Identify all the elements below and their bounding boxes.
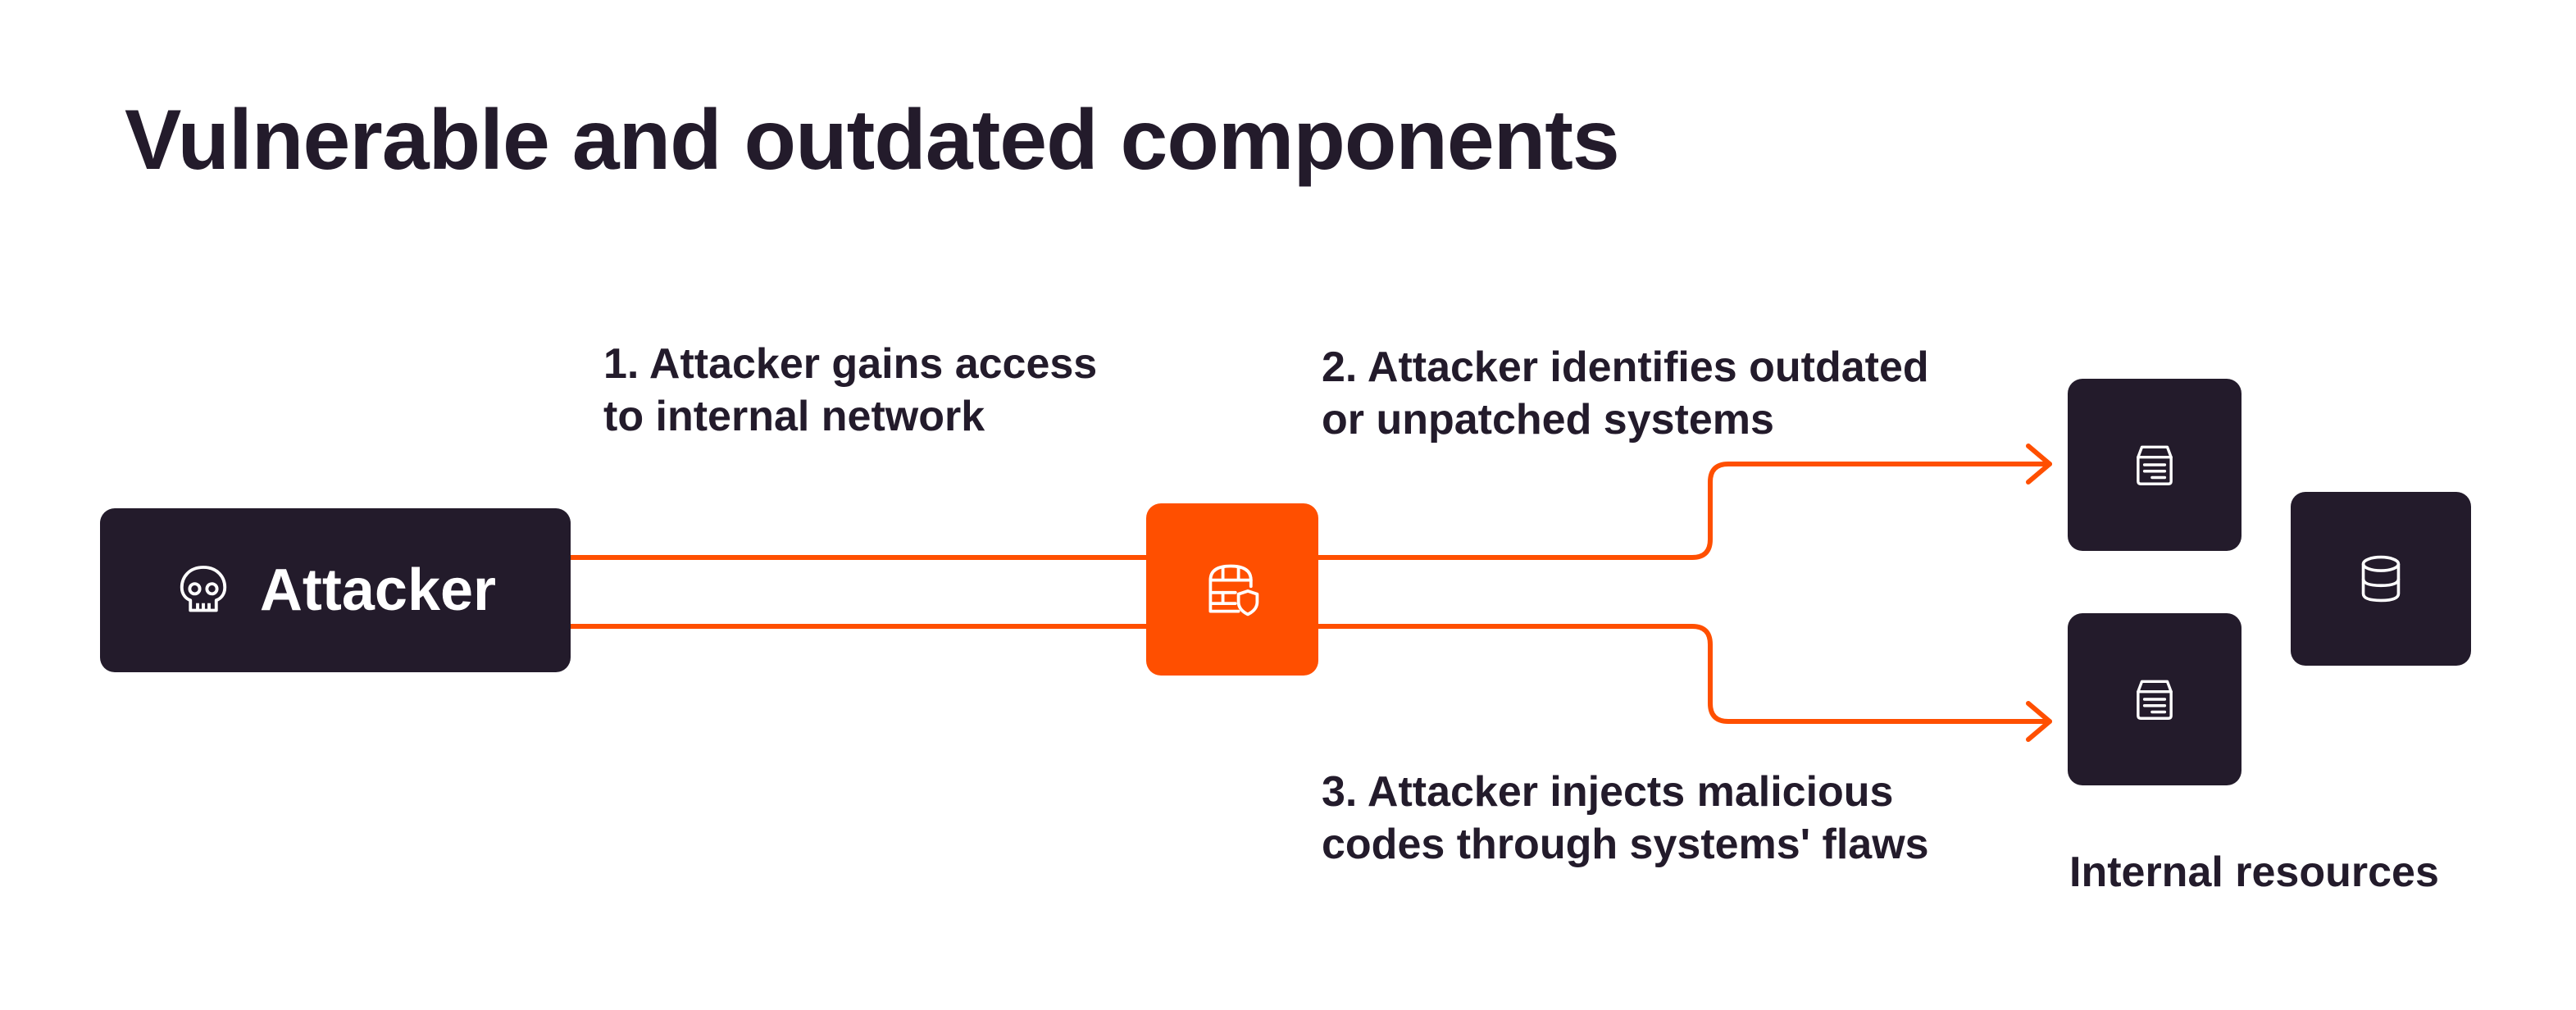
internal-resources-label: Internal resources — [2069, 848, 2439, 896]
database-node — [2291, 492, 2471, 666]
arrowhead-top — [2026, 444, 2052, 485]
database-icon — [2361, 555, 2401, 603]
server-node-top — [2068, 379, 2241, 551]
server-icon — [2137, 680, 2173, 720]
firewall-to-server-bottom-line — [1316, 624, 2052, 724]
attacker-label: Attacker — [259, 557, 497, 623]
firewall-node — [1146, 503, 1318, 676]
arrowhead-bottom — [2026, 701, 2052, 742]
server-node-bottom — [2068, 613, 2241, 785]
firewall-to-server-top-line — [1316, 462, 2052, 560]
skull-icon — [180, 566, 227, 612]
server-icon — [2137, 445, 2173, 485]
attacker-node: Attacker — [100, 508, 571, 672]
firewall-shield-icon — [1208, 564, 1259, 616]
page-title: Vulnerable and outdated components — [125, 93, 1620, 188]
